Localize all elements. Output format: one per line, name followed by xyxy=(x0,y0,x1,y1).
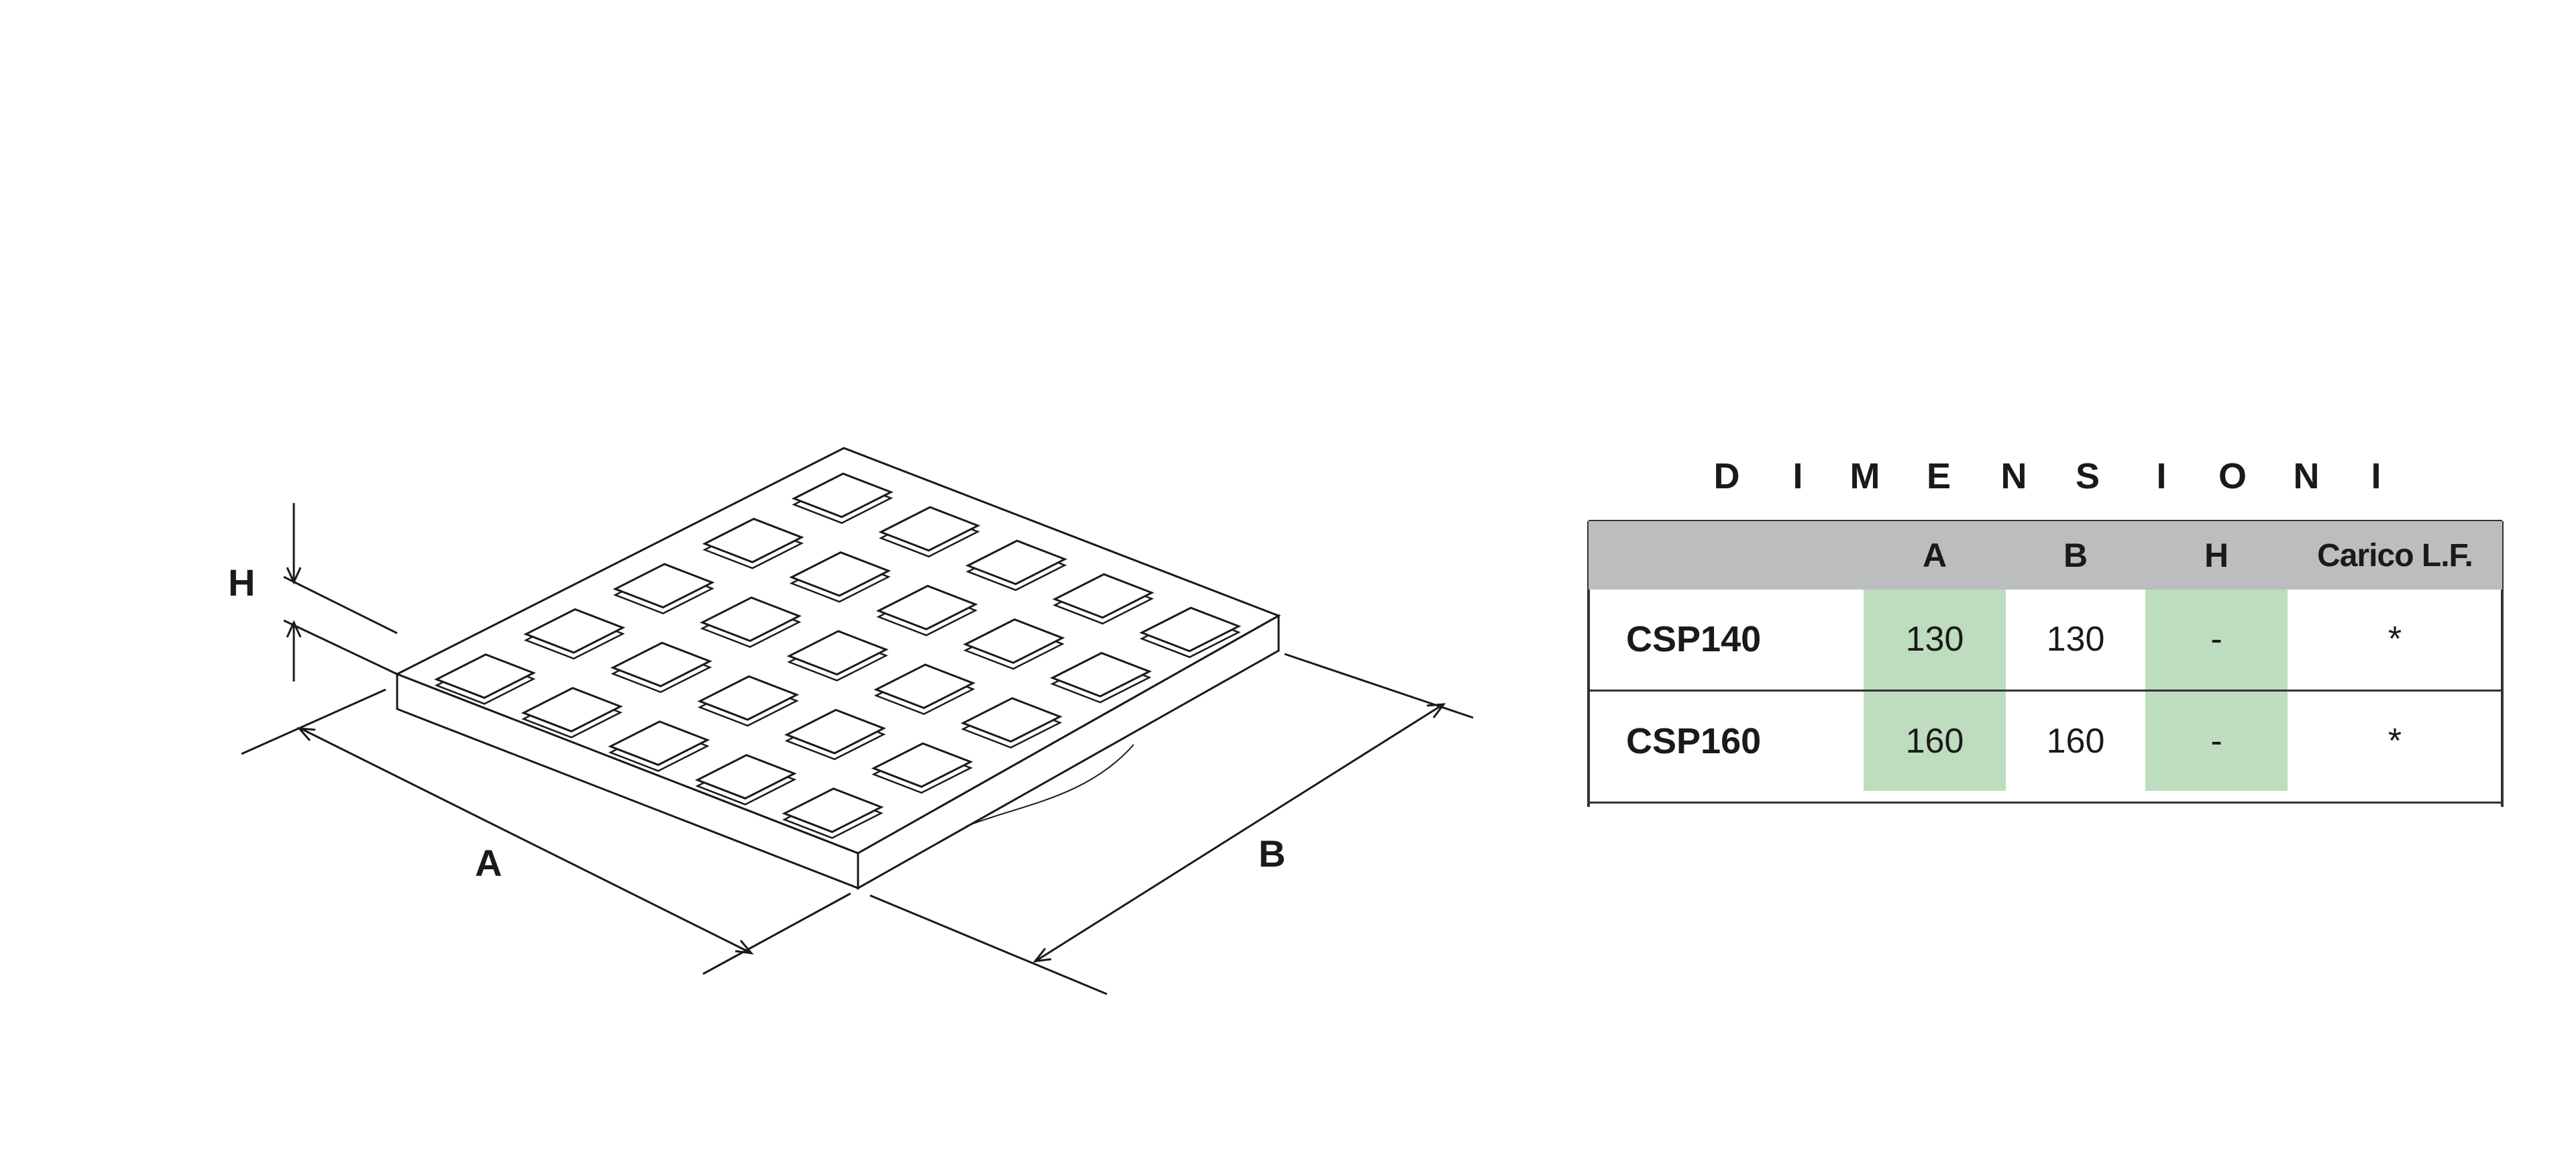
cell-carico: * xyxy=(2387,721,2402,761)
cell-code: CSP140 xyxy=(1626,619,1762,660)
cell-code: CSP160 xyxy=(1626,720,1762,761)
grate-square xyxy=(875,584,978,631)
grate-square xyxy=(521,687,623,732)
plate-right-side xyxy=(857,614,1280,890)
table-frame-top xyxy=(1589,520,2502,523)
table-frame-left xyxy=(1587,521,1590,807)
title-letter: O xyxy=(2218,456,2247,496)
a-arrow-left xyxy=(297,727,316,741)
a-arrow-right xyxy=(735,940,754,954)
table-frame-bottom xyxy=(1589,802,2502,804)
grate-square xyxy=(871,742,973,788)
title-letter: D xyxy=(1714,456,1740,496)
b-arrow-bottom xyxy=(1032,948,1052,963)
title-letter: E xyxy=(1927,456,1951,496)
grate-square xyxy=(784,708,886,755)
grate-square xyxy=(1050,651,1152,698)
grate-square xyxy=(1052,573,1155,619)
grate-square xyxy=(434,653,536,699)
grate-square xyxy=(963,618,1065,664)
grate-square xyxy=(1139,606,1242,653)
header-b: B xyxy=(2063,537,2088,574)
cell-a: 160 xyxy=(1864,690,2006,791)
dimension-label-a: A xyxy=(475,842,502,884)
title-letter: I xyxy=(1792,456,1803,496)
grate-square xyxy=(873,663,976,710)
grate-square xyxy=(965,539,1067,586)
grate-square xyxy=(523,608,626,654)
table-header-row: A B H Carico L.F. xyxy=(1589,521,2502,590)
title-letter: I xyxy=(2156,456,2166,496)
grate-square xyxy=(791,472,894,518)
dimension-lines xyxy=(241,503,1474,995)
cell-h: - xyxy=(2145,690,2288,791)
grate-square xyxy=(786,630,889,676)
table-frame-right xyxy=(2501,521,2504,807)
title-letter: N xyxy=(2294,456,2320,496)
grate-square xyxy=(789,551,892,597)
grate-square xyxy=(878,506,981,552)
cell-h: - xyxy=(2145,590,2288,690)
header-a: A xyxy=(1922,537,1947,574)
grate-square xyxy=(610,641,712,688)
h-arrow-bottom xyxy=(286,620,302,638)
table-row: CSP140 130 130 - * xyxy=(1589,590,2502,690)
header-code xyxy=(1589,521,1864,590)
grate-square xyxy=(608,720,710,766)
table-row: CSP160 160 160 - * xyxy=(1589,690,2502,791)
grate-square xyxy=(697,675,800,721)
cell-b: 130 xyxy=(2046,620,2105,659)
grate-square xyxy=(694,754,797,800)
header-h: H xyxy=(2204,537,2229,574)
header-carico: Carico L.F. xyxy=(2317,537,2473,573)
title-letter: S xyxy=(2076,456,2100,496)
cell-carico: * xyxy=(2387,620,2402,659)
cell-b: 160 xyxy=(2046,721,2105,761)
b-arrow-top xyxy=(1426,703,1446,718)
title-letter: I xyxy=(2371,456,2381,496)
dimension-label-b: B xyxy=(1258,832,1285,875)
dimensions-table: A B H Carico L.F. CSP140 130 130 - * CSP… xyxy=(1589,521,2502,791)
grate-squares xyxy=(434,472,1242,839)
grate-square xyxy=(960,697,1063,743)
grate-square xyxy=(700,596,802,643)
dimension-label-h: H xyxy=(228,561,255,604)
grate-square xyxy=(612,563,715,609)
grate-square xyxy=(702,517,804,563)
plate-rib xyxy=(965,744,1134,827)
grate-square xyxy=(782,787,884,833)
cell-a: 130 xyxy=(1864,590,2006,690)
title-letter: N xyxy=(2001,456,2027,496)
title-letter: M xyxy=(1850,456,1880,496)
